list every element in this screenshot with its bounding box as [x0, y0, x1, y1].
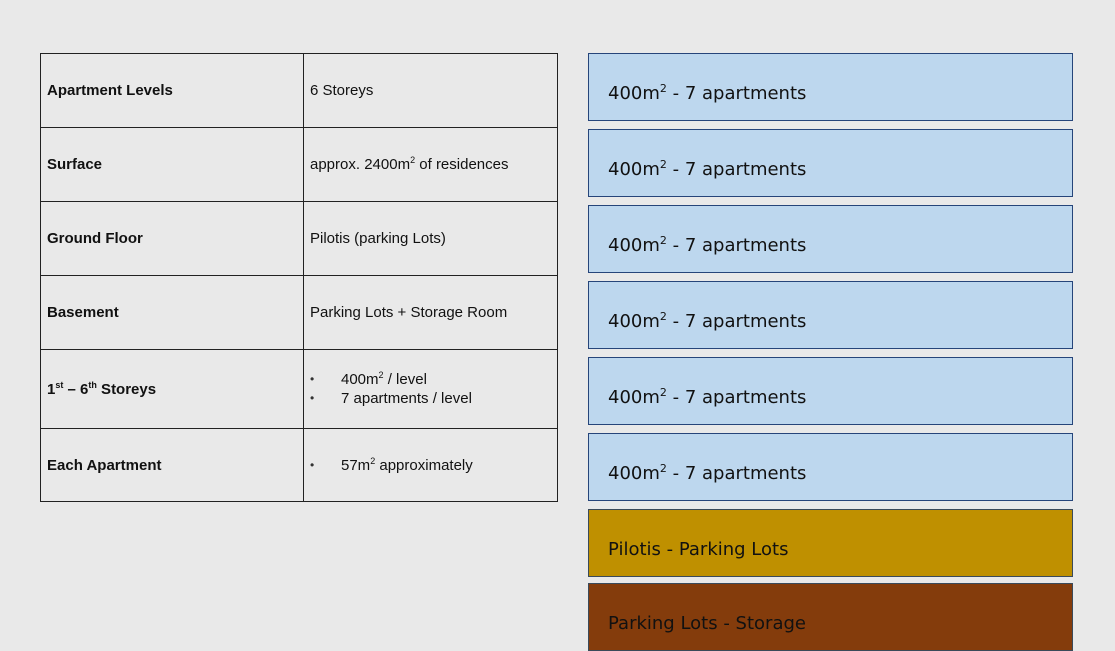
row-label: Basement — [40, 275, 304, 350]
row-value: 6 Storeys — [303, 53, 558, 128]
row-value: Pilotis (parking Lots) — [303, 201, 558, 276]
level-label: 400m2 - 7 apartments — [608, 310, 807, 332]
level-label: 400m2 - 7 apartments — [608, 462, 807, 484]
item-prefix: 400m — [341, 371, 379, 388]
value-suffix: of residences — [415, 156, 509, 173]
label-sup: st — [55, 379, 64, 390]
bullet-list: 400m2 / level 7 apartments / level — [310, 370, 551, 408]
apartment-level-block: 400m2 - 7 apartments — [588, 53, 1073, 121]
level-label: 400m2 - 7 apartments — [608, 386, 807, 408]
row-label: Ground Floor — [40, 201, 304, 276]
level-label: 400m2 - 7 apartments — [608, 234, 807, 256]
table-row: 1st – 6th Storeys 400m2 / level 7 apartm… — [40, 349, 558, 429]
apartment-level-block: 400m2 - 7 apartments — [588, 129, 1073, 197]
row-label: Surface — [40, 127, 304, 202]
label-sup: th — [88, 379, 97, 390]
list-item: 57m2 approximately — [310, 456, 551, 475]
row-label: 1st – 6th Storeys — [40, 349, 304, 429]
level-label: Parking Lots - Storage — [608, 613, 806, 634]
table-row: Basement Parking Lots + Storage Room — [40, 275, 558, 350]
value-sup: 2 — [410, 155, 416, 165]
table-row: Each Apartment 57m2 approximately — [40, 428, 558, 502]
list-item: 400m2 / level — [310, 370, 551, 389]
label-part: – 6 — [63, 380, 89, 398]
row-label: Apartment Levels — [40, 53, 304, 128]
apartment-level-block: 400m2 - 7 apartments — [588, 357, 1073, 425]
apartment-level-block: 400m2 - 7 apartments — [588, 433, 1073, 501]
level-label: Pilotis - Parking Lots — [608, 539, 789, 560]
label-part: Storeys — [96, 380, 157, 398]
row-label: Each Apartment — [40, 428, 304, 502]
row-value: approx. 2400m2 of residences — [303, 127, 558, 202]
table-row: Surface approx. 2400m2 of residences — [40, 127, 558, 202]
level-label: 400m2 - 7 apartments — [608, 158, 807, 180]
apartment-level-block: 400m2 - 7 apartments — [588, 281, 1073, 349]
level-label: 400m2 - 7 apartments — [608, 82, 807, 104]
item-sup: 2 — [370, 455, 376, 466]
label-part: 1 — [47, 380, 56, 398]
bullet-list: 57m2 approximately — [310, 456, 551, 475]
item-suffix: / level — [383, 371, 427, 388]
apartment-level-block: 400m2 - 7 apartments — [588, 205, 1073, 273]
row-value: 57m2 approximately — [303, 428, 558, 502]
item-suffix: approximately — [375, 456, 473, 474]
item-sup: 2 — [378, 370, 384, 380]
building-spec-table: Apartment Levels 6 Storeys Surface appro… — [40, 53, 558, 502]
list-item: 7 apartments / level — [310, 389, 551, 408]
table-row: Apartment Levels 6 Storeys — [40, 53, 558, 128]
item-prefix: 57m — [341, 456, 371, 474]
row-value: 400m2 / level 7 apartments / level — [303, 349, 558, 429]
pilotis-level-block: Pilotis - Parking Lots — [588, 509, 1073, 577]
table-row: Ground Floor Pilotis (parking Lots) — [40, 201, 558, 276]
row-value: Parking Lots + Storage Room — [303, 275, 558, 350]
value-prefix: approx. 2400m — [310, 156, 411, 173]
basement-level-block: Parking Lots - Storage — [588, 583, 1073, 651]
